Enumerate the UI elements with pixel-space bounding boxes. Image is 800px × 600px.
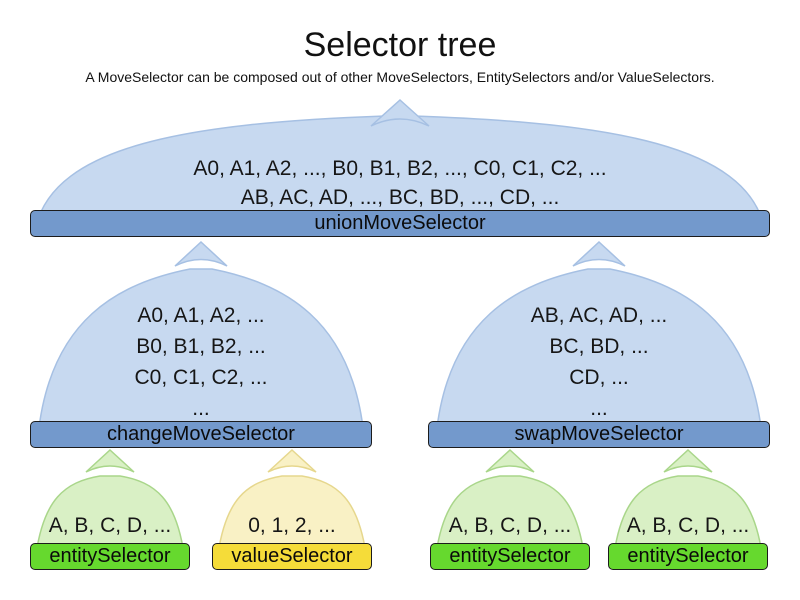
value-funnel-shape xyxy=(217,475,367,555)
union-items-line-1: A0, A1, A2, ..., B0, B1, B2, ..., C0, C1… xyxy=(193,157,607,180)
union-items-line-2: AB, AC, AD, ..., BC, BD, ..., CD, ... xyxy=(240,186,560,209)
union-move-selector-bar: unionMoveSelector xyxy=(30,210,770,237)
value-funnel-arrow-up-icon xyxy=(267,448,317,473)
change-items-line-3: C0, C1, C2, ... xyxy=(134,366,268,389)
entity-funnel-2-shape xyxy=(435,475,585,555)
swap-funnel-items: AB, AC, AD, ... BC, BD, ... CD, ... ... xyxy=(428,300,770,424)
entity-funnel-3-shape xyxy=(613,475,763,555)
union-funnel-items: A0, A1, A2, ..., B0, B1, B2, ..., C0, C1… xyxy=(30,154,770,212)
swap-items-line-3: CD, ... xyxy=(569,366,629,389)
page-subtitle: A MoveSelector can be composed out of ot… xyxy=(85,69,715,85)
entity-selector-1-items: A, B, C, D, ... xyxy=(48,514,172,537)
entity-selector-bar-1: entitySelector xyxy=(30,543,190,570)
swap-funnel-shape xyxy=(435,268,763,437)
swap-items-line-1: AB, AC, AD, ... xyxy=(530,304,668,327)
change-funnel-shape xyxy=(37,268,365,437)
entity-funnel-2-arrow-up-icon xyxy=(485,448,535,473)
union-arrow-up-icon xyxy=(370,98,430,127)
swap-items-line-2: BC, BD, ... xyxy=(549,335,649,358)
change-arrow-up-icon xyxy=(174,240,228,267)
change-items-line-2: B0, B1, B2, ... xyxy=(136,335,266,358)
change-funnel-items: A0, A1, A2, ... B0, B1, B2, ... C0, C1, … xyxy=(30,300,372,424)
entity-funnel-1-shape xyxy=(35,475,185,555)
value-selector-items: 0, 1, 2, ... xyxy=(248,514,336,537)
swap-move-selector-bar: swapMoveSelector xyxy=(428,421,770,448)
entity-selector-bar-2: entitySelector xyxy=(430,543,590,570)
swap-items-line-4: ... xyxy=(590,397,608,420)
entity-funnel-1-arrow-up-icon xyxy=(85,448,135,473)
entity-selector-3-items: A, B, C, D, ... xyxy=(626,514,750,537)
change-move-selector-bar: changeMoveSelector xyxy=(30,421,372,448)
change-items-line-1: A0, A1, A2, ... xyxy=(137,304,265,327)
entity-selector-2-items: A, B, C, D, ... xyxy=(448,514,572,537)
page-title: Selector tree xyxy=(303,26,497,64)
entity-selector-bar-3: entitySelector xyxy=(608,543,768,570)
change-items-line-4: ... xyxy=(192,397,210,420)
entity-funnel-3-arrow-up-icon xyxy=(663,448,713,473)
value-selector-bar: valueSelector xyxy=(212,543,372,570)
swap-arrow-up-icon xyxy=(572,240,626,267)
